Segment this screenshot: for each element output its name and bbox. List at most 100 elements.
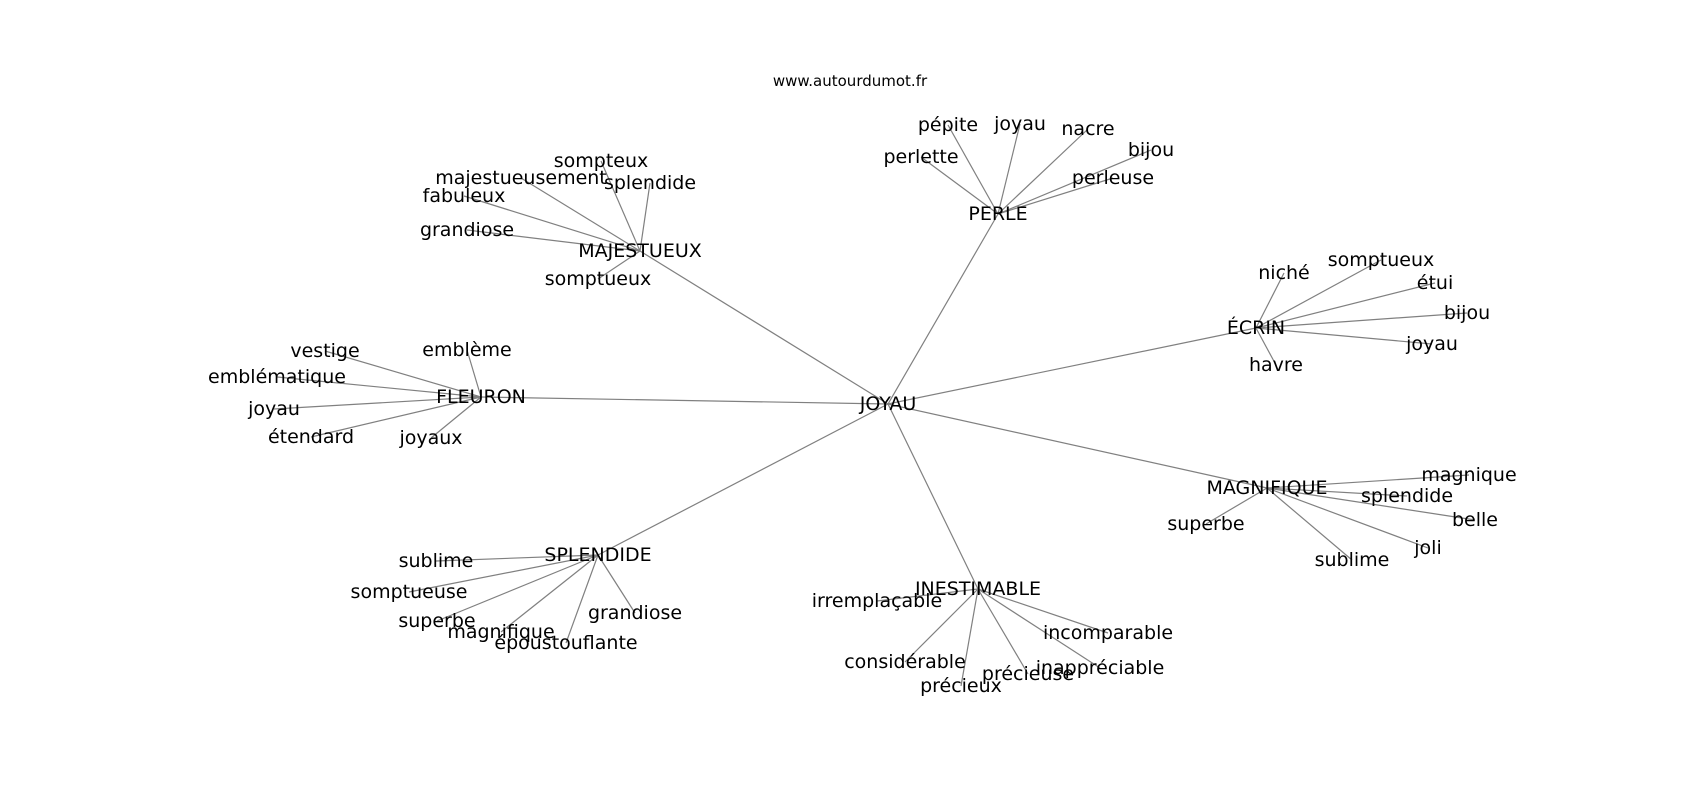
edge-hub-to-word	[273, 396, 482, 410]
word-node-label: pépite	[918, 114, 978, 136]
edge-hub-to-word	[920, 156, 999, 215]
word-node-label: irremplaçable	[812, 590, 942, 612]
edge-hub-to-word	[1255, 272, 1285, 329]
word-node-label: niché	[1258, 262, 1310, 284]
hub-node-label: PERLE	[968, 203, 1027, 225]
hub-node-label: MAJESTUEUX	[578, 240, 702, 262]
word-node-label: étendard	[268, 426, 354, 448]
word-node-label: grandiose	[420, 219, 514, 241]
edge-hub-to-word	[500, 554, 599, 633]
word-node-label: sublime	[399, 550, 474, 572]
word-node-label: splendide	[604, 172, 696, 194]
edge-center-to-hub	[887, 403, 979, 590]
edge-hub-to-word	[960, 588, 979, 687]
hub-node-label: SPLENDIDE	[544, 544, 651, 566]
edge-hub-to-word	[597, 250, 641, 280]
labels-layer: JOYAU PERLE pépite joyau nacre perlette bijou p…	[208, 113, 1517, 697]
word-node-label: somptueux	[545, 268, 652, 290]
word-node-label: incomparable	[1043, 622, 1173, 644]
word-node-label: nacre	[1061, 118, 1114, 140]
word-node-label: joyau	[993, 113, 1046, 135]
edge-hub-to-word	[408, 554, 599, 593]
center-node-label: JOYAU	[859, 393, 917, 415]
edge-hub-to-word	[1266, 474, 1470, 489]
edge-hub-to-word	[1205, 487, 1268, 525]
edge-hub-to-word	[600, 160, 641, 252]
edge-hub-to-word	[597, 554, 636, 614]
word-node-label: précieux	[920, 675, 1002, 697]
edge-hub-to-word	[1255, 312, 1468, 329]
edge-hub-to-word	[639, 182, 651, 252]
word-node-label: grandiose	[588, 602, 682, 624]
word-node-label: joyau	[1405, 333, 1458, 355]
word-node-label: splendide	[1361, 485, 1453, 507]
word-node-label: sompteux	[554, 150, 649, 172]
hub-node-label: ÉCRIN	[1227, 316, 1285, 339]
edge-center-to-hub	[887, 327, 1257, 405]
edge-hub-to-word	[1266, 487, 1429, 549]
edge-hub-to-word	[1266, 487, 1353, 561]
edge-hub-to-word	[876, 588, 979, 602]
word-node-label: perlette	[883, 146, 958, 168]
word-node-label: somptueuse	[351, 581, 468, 603]
word-node-label: superbe	[1167, 513, 1244, 535]
edge-center-to-hub	[480, 396, 889, 405]
edge-hub-to-word	[977, 588, 1109, 634]
word-node-label: havre	[1249, 354, 1303, 376]
word-node-label: majestueusement	[435, 167, 607, 189]
edge-hub-to-word	[1255, 259, 1382, 329]
word-node-label: bijou	[1444, 302, 1490, 324]
edge-hub-to-word	[324, 350, 482, 398]
edge-hub-to-word	[1255, 327, 1277, 366]
edge-center-to-hub	[639, 250, 889, 405]
edge-hub-to-word	[430, 396, 482, 439]
word-node-label: perleuse	[1072, 167, 1154, 189]
word-node-label: magnique	[1421, 464, 1516, 486]
edge-hub-to-word	[565, 554, 599, 644]
edge-hub-to-word	[520, 177, 641, 252]
word-node-label: joyau	[247, 398, 300, 420]
edge-hub-to-word	[1266, 487, 1408, 497]
edge-hub-to-word	[466, 229, 641, 252]
edge-hub-to-word	[997, 123, 1021, 215]
edge-center-to-hub	[597, 403, 889, 556]
word-node-label: somptueux	[1328, 249, 1435, 271]
edge-hub-to-word	[997, 177, 1114, 215]
word-node-label: étui	[1417, 272, 1453, 294]
word-node-label: époustouflante	[494, 632, 637, 654]
word-node-label: emblématique	[208, 366, 346, 388]
edge-hub-to-word	[977, 588, 1101, 669]
word-node-label: magnifique	[447, 621, 554, 643]
edge-hub-to-word	[1255, 282, 1436, 329]
edge-hub-to-word	[463, 195, 641, 252]
word-node-label: vestige	[290, 340, 359, 362]
edge-hub-to-word	[977, 588, 1029, 675]
edge-hub-to-word	[947, 124, 999, 215]
hub-node-label: MAGNIFIQUE	[1207, 477, 1328, 499]
word-node-label: joli	[1413, 537, 1441, 559]
edges-layer	[273, 123, 1476, 687]
word-node-label: belle	[1452, 509, 1498, 531]
edge-hub-to-word	[997, 149, 1152, 215]
word-node-label: considérable	[844, 651, 966, 673]
edge-hub-to-word	[904, 588, 979, 663]
edge-hub-to-word	[1255, 327, 1433, 345]
edge-hub-to-word	[1266, 487, 1476, 521]
edge-hub-to-word	[997, 128, 1089, 215]
word-node-label: emblème	[422, 339, 511, 361]
edge-hub-to-word	[466, 349, 482, 398]
hub-node-label: INESTIMABLE	[915, 578, 1041, 600]
word-node-label: superbe	[398, 610, 475, 632]
edge-hub-to-word	[435, 554, 599, 562]
hub-node-label: FLEURON	[436, 386, 526, 408]
site-url-label: www.autourdumot.fr	[772, 72, 928, 90]
word-node-label: sublime	[1315, 549, 1390, 571]
edge-hub-to-word	[310, 396, 482, 438]
edge-hub-to-word	[276, 376, 482, 398]
edge-hub-to-word	[436, 554, 599, 622]
word-node-label: fabuleux	[423, 185, 506, 207]
word-node-label: inappréciable	[1036, 657, 1165, 679]
word-node-label: précieuse	[982, 663, 1074, 685]
